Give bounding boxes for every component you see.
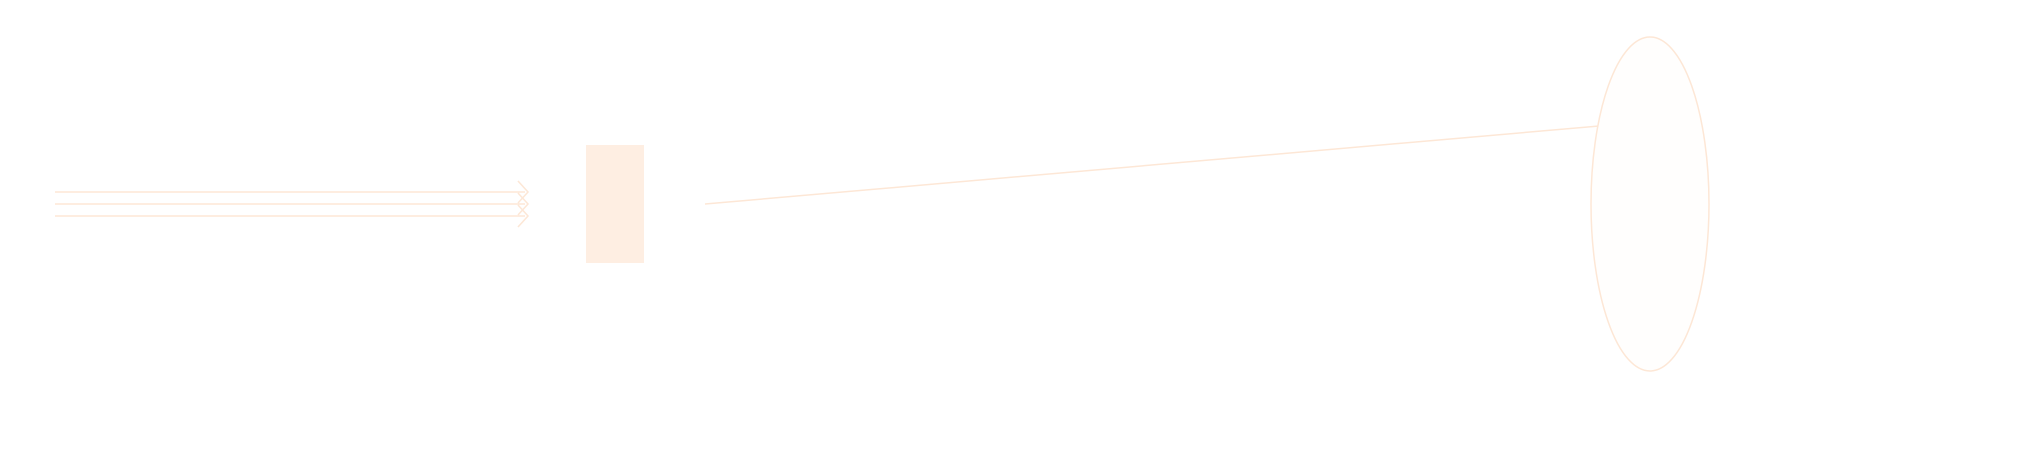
outgoing-arrow-line (704, 121, 1646, 205)
block-rectangle (586, 145, 644, 263)
incoming-arrows (55, 180, 530, 228)
arrow-head-icon (517, 204, 530, 228)
arrow-head-icon (517, 180, 530, 204)
arrow-head-icon (517, 192, 530, 216)
target-ellipse (1590, 36, 1710, 372)
